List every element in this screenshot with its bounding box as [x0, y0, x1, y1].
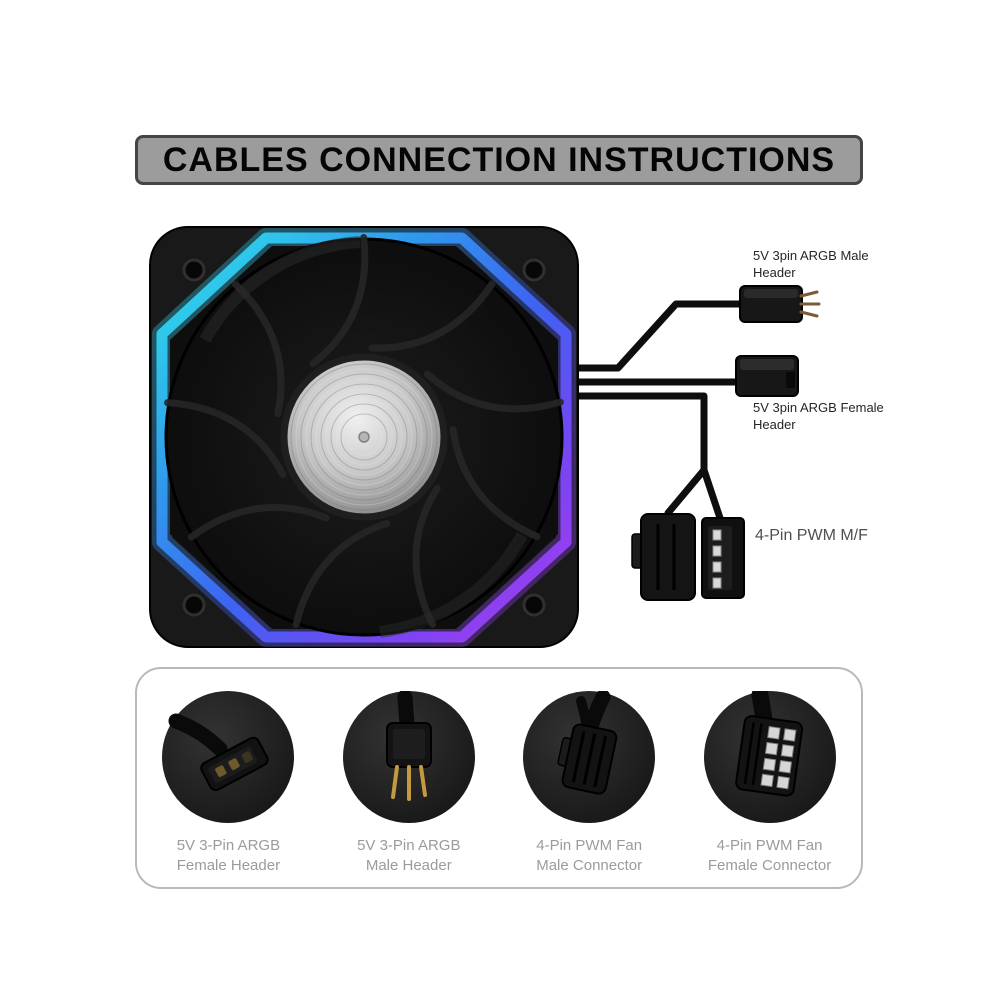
cables [556, 300, 744, 522]
legend-label-argb-female: 5V 3-Pin ARGB Female Header [177, 836, 280, 876]
callout-argb-female-line2: Header [753, 417, 796, 432]
legend-item-pwm-male: 4-Pin PWM Fan Male Connector [500, 691, 678, 876]
legend-label-line2: Female Connector [707, 857, 832, 874]
legend-item-argb-male: 5V 3-Pin ARGB Male Header [320, 691, 498, 876]
legend-label-argb-male: 5V 3-Pin ARGB Male Header [357, 836, 460, 876]
callout-argb-female-line1: 5V 3pin ARGB Female [753, 400, 884, 415]
argb-male-cable [556, 300, 744, 372]
legend-label-line1: 4-Pin PWM Fan [536, 837, 643, 854]
argb-female-header-connector [735, 355, 799, 397]
callout-argb-male-line2: Header [753, 265, 796, 280]
argb-male-header-connector [739, 285, 821, 323]
callout-pwm: 4-Pin PWM M/F [755, 527, 868, 544]
callout-argb-female-header: 5V 3pin ARGB Female Header [753, 399, 884, 433]
legend-label-line2: Male Header [365, 857, 452, 874]
legend-item-pwm-female: 4-Pin PWM Fan Female Connector [681, 691, 859, 876]
pwm-cable-branch-left [664, 466, 708, 517]
legend-label-pwm-male: 4-Pin PWM Fan Male Connector [536, 836, 642, 876]
connectors [631, 285, 821, 601]
legend-label-pwm-female: 4-Pin PWM Fan Female Connector [708, 836, 831, 876]
callout-argb-male-line1: 5V 3pin ARGB Male [753, 248, 869, 263]
legend-label-line1: 5V 3-Pin ARGB [176, 837, 281, 854]
legend-label-line1: 4-Pin PWM Fan [716, 837, 823, 854]
page-title: CABLES CONNECTION INSTRUCTIONS [162, 140, 836, 179]
legend-label-line2: Female Header [176, 857, 281, 874]
pwm-female-connector-icon [703, 691, 836, 823]
pwm-male-connector [701, 517, 745, 599]
pwm-cable-branch-right [700, 466, 724, 522]
pwm-cable [556, 392, 708, 474]
legend-panel: 5V 3-Pin ARGB Female Header [135, 667, 863, 889]
legend-label-line2: Male Connector [536, 857, 643, 874]
argb-male-header-icon [342, 691, 475, 823]
pwm-female-connector [631, 513, 696, 601]
legend-item-argb-female: 5V 3-Pin ARGB Female Header [139, 691, 317, 876]
callout-pwm-label: 4-Pin PWM M/F [755, 527, 868, 544]
callout-argb-male-header: 5V 3pin ARGB Male Header [753, 247, 869, 281]
pwm-male-connector-icon [523, 691, 656, 823]
screw-holes [182, 258, 546, 617]
title-bar: CABLES CONNECTION INSTRUCTIONS [135, 135, 863, 185]
argb-female-header-icon [162, 691, 295, 823]
legend-label-line1: 5V 3-Pin ARGB [357, 837, 461, 854]
argb-ring [156, 232, 572, 643]
fan-blades [163, 234, 564, 629]
fan-illustration [149, 226, 579, 648]
